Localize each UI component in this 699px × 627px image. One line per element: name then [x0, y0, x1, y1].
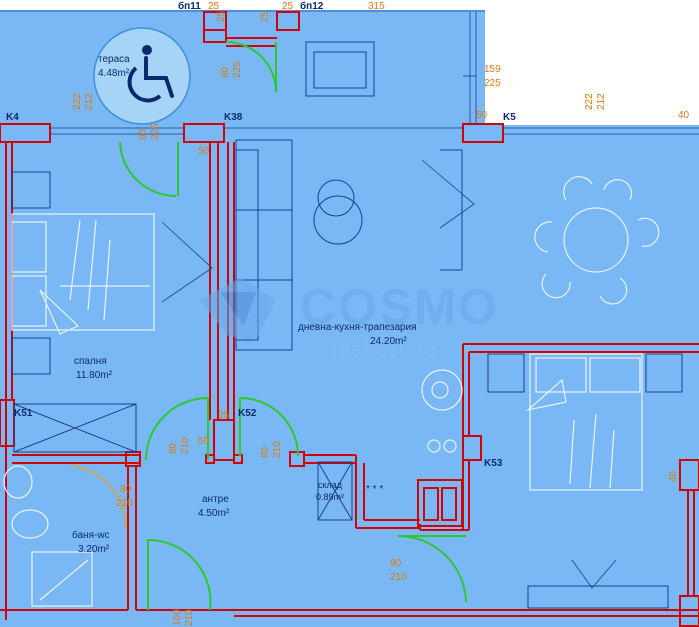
- entry-name: антре: [202, 494, 229, 505]
- storage-area: 0.89m²: [316, 492, 344, 502]
- wheelchair-icon: [93, 27, 191, 125]
- dim: 222: [584, 93, 595, 110]
- dim: 50: [198, 146, 210, 157]
- bedroom-area: 11.80m²: [76, 370, 113, 381]
- dim: 80: [120, 484, 132, 495]
- dim: 40: [668, 470, 679, 482]
- tag-k53: K53: [484, 458, 503, 469]
- dim: 225: [232, 61, 243, 78]
- dim: 50: [476, 110, 488, 121]
- dim: 210: [180, 437, 191, 454]
- doors: [71, 41, 467, 611]
- dimension-labels: 25 25 315 159 225 25 25 80 225 222 212 2…: [72, 1, 690, 626]
- dim: 222: [72, 93, 83, 110]
- dim: 80: [168, 442, 179, 454]
- dim: 25: [208, 1, 220, 12]
- storage-name: склад: [318, 480, 343, 490]
- dining-table: [563, 207, 629, 273]
- living-name: дневна-кухня-трапезария: [298, 322, 417, 333]
- element-tags: бп11 бп12 K4 K5 K38 K51 K52 K53: [6, 0, 516, 469]
- terrace-name: тераса: [98, 54, 130, 65]
- tag-k51: K51: [14, 408, 33, 419]
- dim: 90: [138, 128, 149, 140]
- dim: 212: [84, 93, 95, 110]
- dim: 210: [184, 609, 195, 626]
- dim: 90: [390, 558, 402, 569]
- room-labels: тераса 4.48m² дневна-кухня-трапезария 24…: [72, 54, 417, 555]
- dim: 100: [172, 609, 183, 626]
- tag-k52: K52: [238, 408, 257, 419]
- terrace-railing: [50, 12, 699, 135]
- dim: 210: [390, 572, 407, 583]
- dim: 25: [282, 1, 294, 12]
- terrace-area: 4.48m²: [98, 68, 130, 79]
- watermark-sub: real estate: [332, 339, 436, 361]
- dim: 50: [198, 436, 210, 447]
- bath-name: баня-wc: [72, 529, 110, 541]
- furniture: [3, 41, 683, 609]
- bedroom-name: спалня: [74, 356, 107, 367]
- floor-area: [0, 10, 699, 627]
- dim: 210: [116, 498, 133, 509]
- dim: 315: [368, 1, 385, 12]
- dim: 212: [596, 93, 607, 110]
- dim: 80: [220, 66, 231, 78]
- living-area: 24.20m²: [370, 336, 407, 347]
- dim: 25: [216, 10, 227, 22]
- watermark-brand: COSMO: [300, 279, 499, 335]
- bath-area: 3.20m²: [78, 544, 110, 555]
- dim: 159: [484, 64, 501, 75]
- dim: 225: [484, 78, 501, 89]
- entry-area: 4.50m²: [198, 508, 230, 519]
- tag-k5: K5: [503, 112, 516, 123]
- svg-text:* * *: * * *: [366, 484, 383, 495]
- dim: 80: [260, 446, 271, 458]
- tag-k38: K38: [224, 112, 243, 123]
- tag-k4: K4: [6, 112, 19, 123]
- tag-bn11: бп11: [178, 0, 201, 12]
- dim: 25: [260, 10, 271, 22]
- watermark: COSMO real estate: [200, 278, 499, 361]
- tag-bn12: бп12: [300, 0, 324, 12]
- dim: 210: [272, 441, 283, 458]
- dim: 225: [150, 123, 161, 140]
- dim: 40: [678, 110, 690, 121]
- dim: 25: [218, 410, 230, 421]
